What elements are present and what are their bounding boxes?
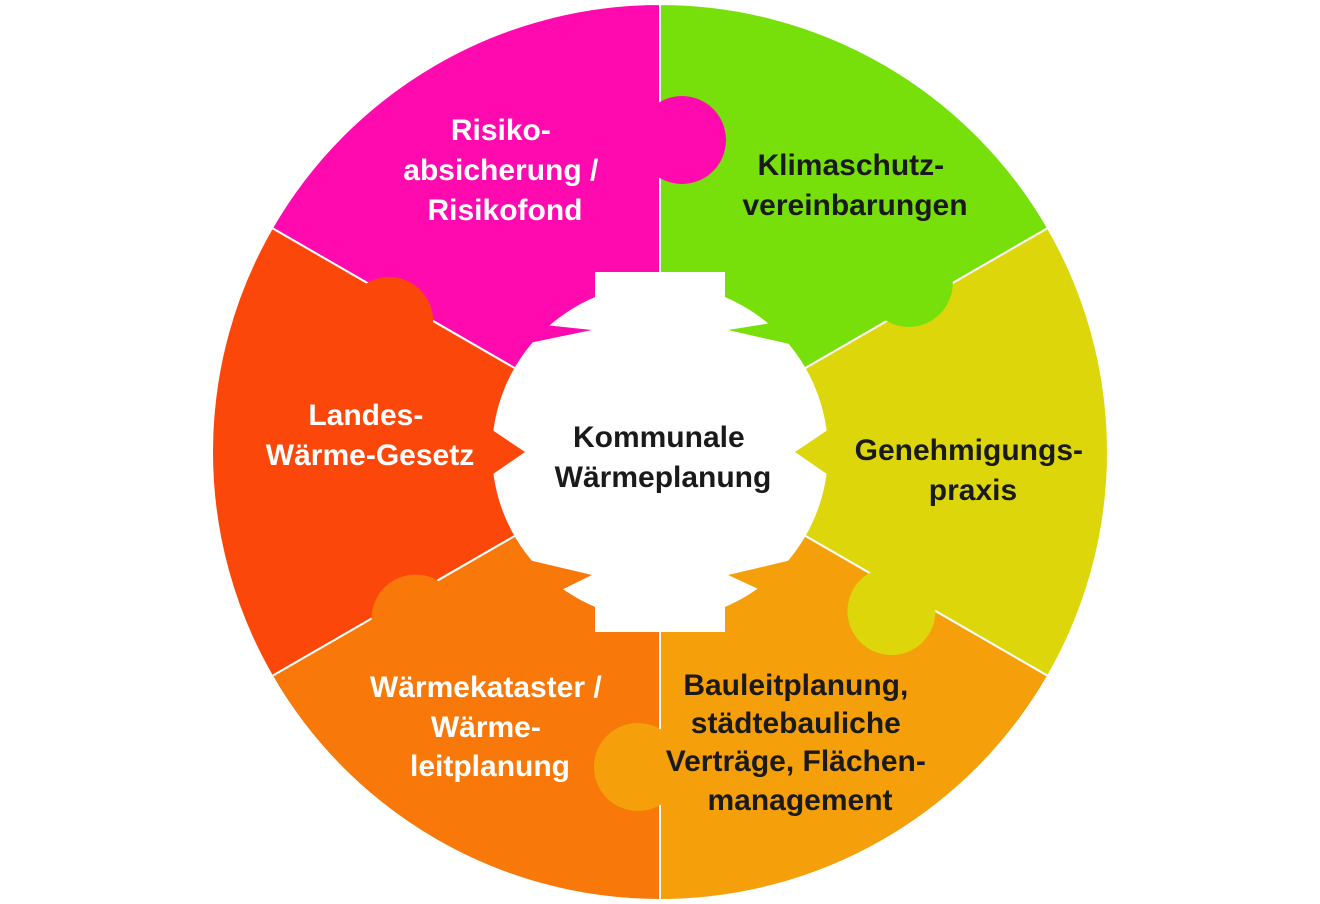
arrow-tip-bauleitplanung <box>728 552 825 598</box>
puzzle-tab-bauleitplanung <box>594 723 682 811</box>
center-label: Kommunale Wärmeplanung <box>555 421 772 494</box>
puzzle-piece-landes <box>211 226 662 678</box>
segment-label-genehmigung: Genehmigungs- praxis <box>855 434 1092 507</box>
segment-label-klimaschutz: Klimaschutz- vereinbarungen <box>742 149 967 222</box>
center-hole <box>492 284 828 620</box>
segment-label-landes: Landes- Wärme-Gesetz <box>266 399 474 472</box>
puzzle-tab-risiko <box>638 96 726 184</box>
puzzle-tab-genehmigung <box>847 567 936 656</box>
puzzle-tab-waermekataster <box>371 574 460 663</box>
arrow-tip-genehmigung <box>795 415 850 490</box>
arrow-tip-landes <box>470 415 525 490</box>
segment-label-risiko: Risiko- absicherung / Risikofond <box>403 114 606 227</box>
center-notch-bottom <box>595 572 725 632</box>
segment-label-waermekataster: Wärmekataster / Wärme- leitplanung <box>370 671 610 783</box>
puzzle-tab-klimaschutz <box>864 238 953 327</box>
puzzle-tab-landes <box>345 277 434 366</box>
segment-label-bauleitplanung: Bauleitplanung, städtebauliche Verträge,… <box>666 669 934 817</box>
arrow-tip-risiko <box>495 325 592 350</box>
arrow-tip-klimaschutz <box>728 322 825 352</box>
arrow-tip-waermekataster <box>495 552 592 598</box>
center-notch-top <box>595 272 725 332</box>
puzzle-piece-genehmigung <box>657 226 1109 678</box>
